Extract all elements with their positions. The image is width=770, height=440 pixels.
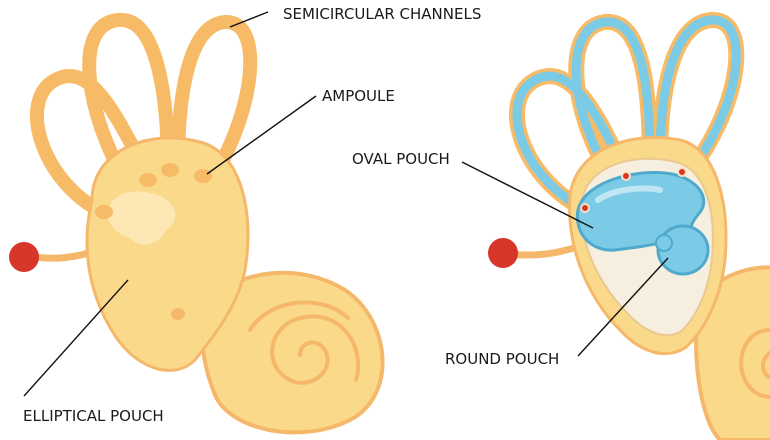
leader-elliptical xyxy=(23,279,129,397)
round-pouch-lobe xyxy=(655,234,673,252)
leader-oval xyxy=(461,161,594,229)
left-body-highlight xyxy=(108,191,176,245)
oval-pouch-highlight xyxy=(595,185,663,203)
left-nerve-end xyxy=(9,242,39,272)
left-cochlea-base xyxy=(200,270,385,435)
left-semicircular-canals xyxy=(30,13,258,219)
label-ampoule: AMPOULE xyxy=(322,87,395,105)
leader-semicircular xyxy=(229,11,269,28)
label-semicircular-channels: SEMICIRCULAR CHANNELS xyxy=(283,5,482,23)
right-ampoule-dots xyxy=(580,167,687,213)
right-nerve-stalk xyxy=(506,242,584,259)
left-nerve-stalk xyxy=(26,248,96,262)
leader-round xyxy=(577,257,669,357)
leader-ampoule xyxy=(206,95,317,175)
label-round-pouch: ROUND POUCH xyxy=(445,350,560,368)
right-inner-ear xyxy=(488,12,770,440)
left-cochlea-spiral xyxy=(248,300,361,385)
label-elliptical-pouch: ELLIPTICAL POUCH xyxy=(23,407,164,425)
left-small-dot xyxy=(171,308,185,320)
leader-lines xyxy=(23,11,669,397)
right-nerve-end xyxy=(488,238,518,268)
left-inner-ear xyxy=(9,13,385,435)
right-cochlea xyxy=(694,265,770,440)
right-cochlea-spiral xyxy=(739,328,770,399)
label-oval-pouch: OVAL POUCH xyxy=(352,150,450,168)
right-semicircular-canals-membrane xyxy=(512,15,741,213)
left-ampoule-nubs xyxy=(95,163,212,219)
